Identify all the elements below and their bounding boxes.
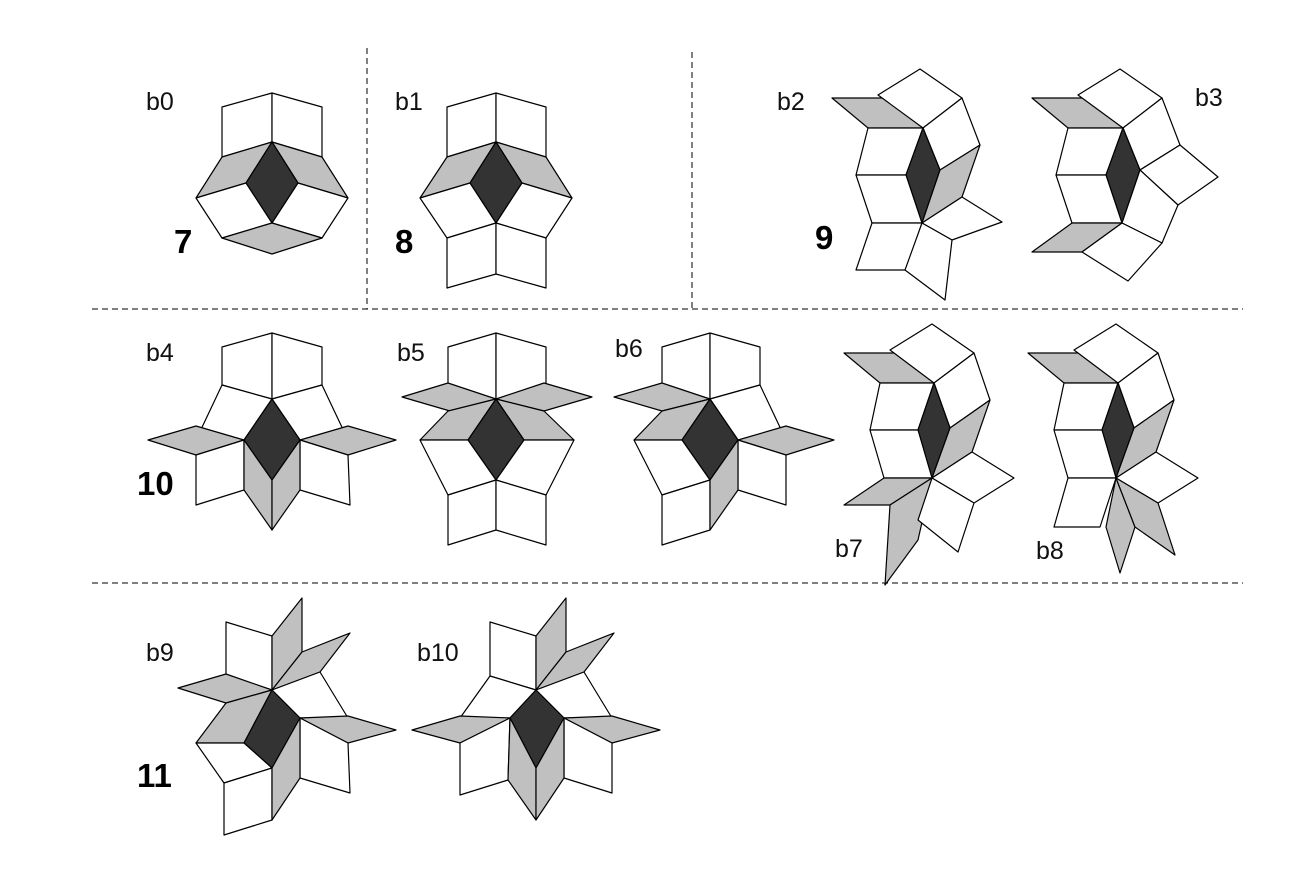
- rhombus-gray-b9-11: [271, 717, 301, 821]
- figure-label-b1: b1: [395, 88, 423, 116]
- figure-label-b3: b3: [1195, 84, 1223, 112]
- figure-label-b0: b0: [146, 88, 174, 116]
- group-number-7: 7: [174, 223, 192, 260]
- figure-label-b6: b6: [615, 335, 643, 363]
- rhombus-gray-b4-10: [271, 439, 301, 531]
- figure-b3: [1031, 68, 1219, 282]
- figure-b7: [843, 323, 1015, 586]
- rhombus-white-b5-10: [495, 479, 547, 546]
- rhombus-white-b2-9: [904, 222, 953, 301]
- figure-label-b4: b4: [146, 339, 174, 367]
- group-number-11: 11: [137, 757, 172, 794]
- figure-label-b2: b2: [777, 88, 805, 116]
- rhombus-gray-b8-10: [1115, 477, 1176, 556]
- rhombus-gray-b10-11: [535, 717, 565, 821]
- rhombus-gray-b0-7: [221, 222, 323, 255]
- figure-b10: [411, 597, 661, 821]
- figure-b1: [419, 92, 573, 289]
- figure-label-b9: b9: [146, 639, 174, 667]
- figure-b2: [831, 68, 1003, 301]
- figure-b9: [177, 597, 397, 836]
- figure-label-b8: b8: [1036, 537, 1064, 565]
- rhombus-white-b1-8: [495, 222, 547, 289]
- figure-b5: [401, 332, 593, 546]
- figure-b8: [1027, 323, 1199, 574]
- rhombus-white-b7-10: [917, 477, 975, 553]
- figure-label-b10: b10: [417, 639, 459, 667]
- group-number-9: 9: [815, 219, 833, 256]
- figure-b4: [147, 332, 397, 531]
- rhombus-gray-b6-10: [709, 439, 739, 531]
- group-number-8: 8: [395, 223, 413, 260]
- figure-b0: [195, 92, 349, 255]
- group-number-10: 10: [137, 465, 174, 502]
- figure-b6: [613, 332, 835, 546]
- rhombus-white-b8-7: [1053, 477, 1117, 528]
- figure-label-b7: b7: [835, 535, 863, 563]
- tile-layer: [147, 68, 1219, 836]
- figure-label-b5: b5: [397, 339, 425, 367]
- rhombus-white-b3-9: [1081, 222, 1163, 282]
- rhombus-gray-b7-9: [884, 477, 933, 586]
